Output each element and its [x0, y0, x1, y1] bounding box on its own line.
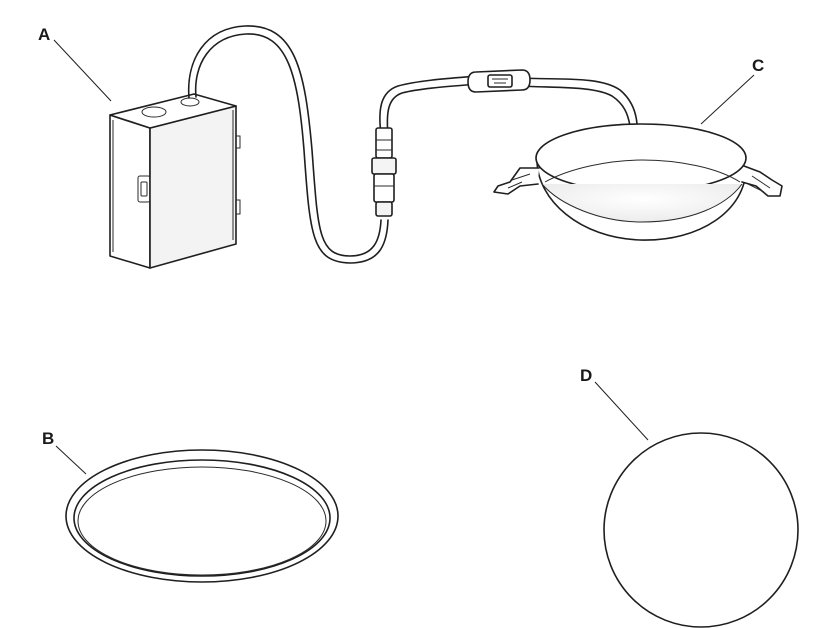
power-cable: [187, 25, 638, 264]
leader-b: [55, 445, 87, 475]
callout-b: B: [42, 429, 54, 448]
lens-disc: [603, 432, 799, 628]
callout-c: C: [752, 56, 764, 75]
leader-c: [700, 74, 755, 125]
led-downlight: [493, 123, 783, 241]
quick-connector: [371, 127, 397, 217]
callout-a: A: [38, 25, 50, 44]
inline-housing: [467, 69, 531, 93]
leader-d: [594, 381, 649, 441]
trim-ring: [65, 449, 339, 583]
callout-d: D: [580, 366, 592, 385]
leader-a: [53, 39, 112, 102]
junction-box: [109, 93, 241, 269]
